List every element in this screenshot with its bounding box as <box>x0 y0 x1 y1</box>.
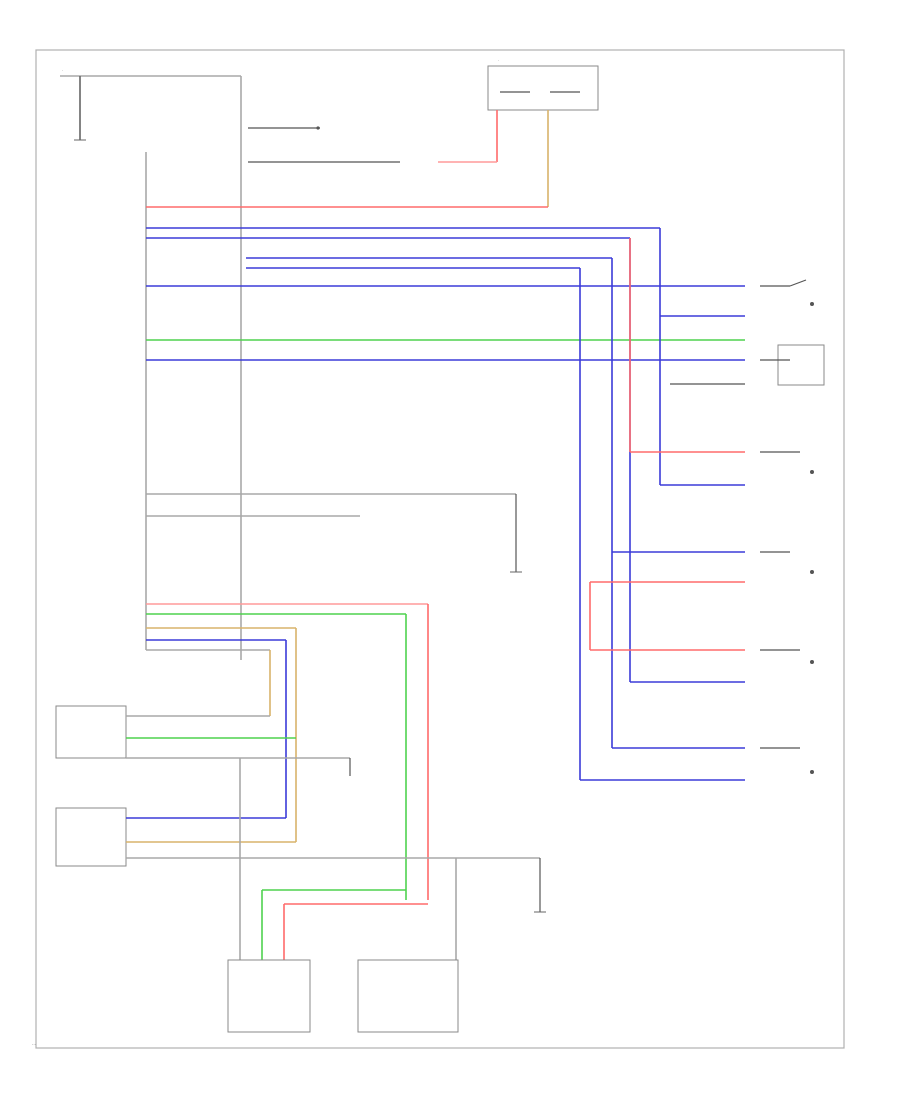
top-left-connector <box>74 76 86 141</box>
diagram-frame <box>35 49 845 1049</box>
right-routes <box>579 228 745 781</box>
svg-text:·: · <box>498 58 499 63</box>
right-switches <box>760 279 825 774</box>
bus-lines <box>60 75 242 660</box>
colored-wires <box>146 206 745 361</box>
annotations: · · <box>62 58 499 73</box>
svg-text:·: · <box>62 68 63 73</box>
top-small-wires <box>248 126 400 163</box>
mid-gray-wires <box>146 493 522 573</box>
page-code: ... <box>32 1041 37 1047</box>
lower-harness <box>146 603 429 900</box>
left-switch-top <box>55 705 351 776</box>
relay-box <box>438 65 599 207</box>
bottom-modules <box>227 758 459 1033</box>
left-switch-bottom <box>55 807 546 913</box>
